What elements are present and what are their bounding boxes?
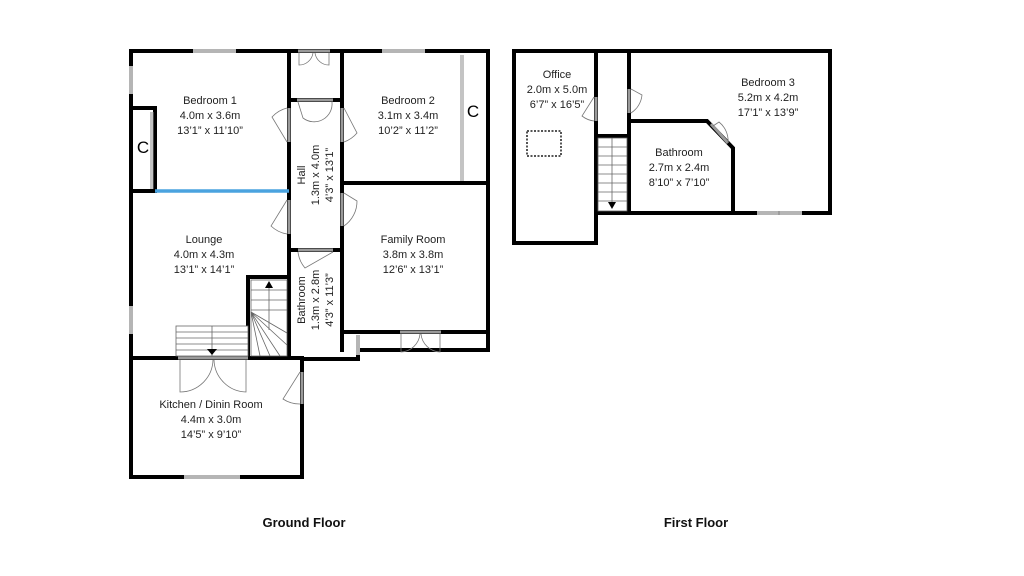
door-swing xyxy=(343,192,358,227)
room-metric: 2.0m x 5.0m xyxy=(527,84,588,96)
door-swing xyxy=(271,107,288,143)
room-name: Lounge xyxy=(186,234,223,246)
room-imperial: 13’1” x 11’10” xyxy=(177,125,243,137)
door-swing xyxy=(400,333,441,353)
cupboard-label: C xyxy=(467,102,479,121)
room-name: Kitchen / Dinin Room xyxy=(159,399,262,411)
door-swing xyxy=(179,359,247,393)
hall-label: Hall 1.3m x 4.0m 4’3” x 13’1” xyxy=(296,145,336,206)
floor-title: Ground Floor xyxy=(262,515,345,530)
room-imperial: 12’6” x 13’1” xyxy=(383,264,444,276)
loft-hatch xyxy=(526,130,562,157)
room-name: Bedroom 3 xyxy=(741,77,795,89)
bathroom-label: Bathroom 1.3m x 2.8m 4’3” x 11’3” xyxy=(296,270,336,331)
closet-wall xyxy=(129,106,157,193)
stair-arrow-icon xyxy=(207,349,217,355)
floor-title: First Floor xyxy=(664,515,728,530)
room-imperial: 10’2” x 11’2” xyxy=(378,125,438,137)
first-floor: Office 2.0m x 5.0m 6’7” x 16’5” Bedroom … xyxy=(512,49,832,530)
room-metric: 4.0m x 4.3m xyxy=(174,249,235,261)
ground-floor: Bedroom 1 4.0m x 3.6m 13’1” x 11’10” Bed… xyxy=(129,49,490,530)
room-metric: 4.0m x 3.6m xyxy=(180,110,241,122)
room-name: Bathroom xyxy=(655,147,703,159)
room-name: Family Room xyxy=(381,234,446,246)
door-swing xyxy=(298,52,330,66)
room-metric: 1.3m x 2.8m xyxy=(310,270,322,331)
room-name: Office xyxy=(543,69,572,81)
room-imperial: 17’1” x 13’9” xyxy=(738,107,799,119)
door-swing xyxy=(712,121,729,144)
door-swing xyxy=(630,88,643,114)
door-swing xyxy=(297,251,334,269)
room-metric: 1.3m x 4.0m xyxy=(310,145,322,206)
stair-arrow-icon xyxy=(265,281,273,288)
room-imperial: 14’5” x 9’10” xyxy=(181,429,242,441)
stair-arrow-icon xyxy=(608,202,616,209)
room-metric: 2.7m x 2.4m xyxy=(649,162,710,174)
room-name: Bedroom 1 xyxy=(183,95,237,107)
room-name: Bathroom xyxy=(296,276,308,324)
room-imperial: 4’3” x 13’1” xyxy=(324,147,336,202)
room-imperial: 6’7” x 16’5” xyxy=(530,99,585,111)
door-swing xyxy=(282,371,301,405)
room-metric: 3.8m x 3.8m xyxy=(383,249,444,261)
room-metric: 3.1m x 3.4m xyxy=(378,110,439,122)
room-imperial: 4’3” x 11’3” xyxy=(324,273,336,327)
staircase xyxy=(597,137,628,212)
door-swing xyxy=(297,101,333,123)
room-metric: 5.2m x 4.2m xyxy=(738,92,799,104)
cupboard-label: C xyxy=(137,138,149,157)
room-imperial: 13’1” x 14’1” xyxy=(174,264,235,276)
door-swing xyxy=(343,107,358,143)
door xyxy=(709,122,730,145)
door-swing xyxy=(270,199,288,235)
door-swing xyxy=(581,96,595,122)
room-name: Hall xyxy=(296,166,308,185)
room-metric: 4.4m x 3.0m xyxy=(181,414,242,426)
room-name: Bedroom 2 xyxy=(381,95,435,107)
room-imperial: 8’10” x 7’10” xyxy=(649,177,710,189)
